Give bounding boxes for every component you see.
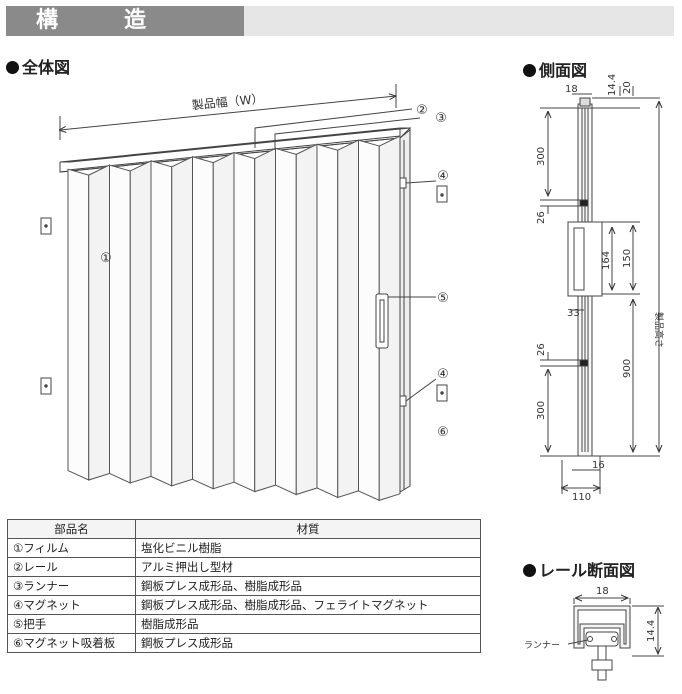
side-handle [567, 221, 603, 297]
callout-4b: ④ [437, 367, 449, 382]
bullet-icon [523, 564, 536, 577]
accordion-panel [129, 160, 152, 484]
rail-section-title: レール断面図 [523, 557, 635, 581]
accordion-panel [275, 147, 297, 496]
dim-150: 150 [622, 249, 633, 268]
runner-label: ランナー [524, 640, 560, 651]
side-view [540, 86, 660, 494]
overall-section-title: 全体図 [6, 54, 70, 78]
table-row: ③ランナー鋼板プレス成形品、樹脂成形品 [7, 576, 481, 596]
accordion-panel [254, 147, 276, 493]
callout-4a: ④ [437, 169, 449, 184]
bullet-icon [523, 64, 536, 77]
accordion-panel [295, 143, 318, 496]
dim-300-bottom: 300 [536, 401, 547, 420]
dim-18: 18 [565, 84, 578, 95]
overall-view [40, 84, 448, 502]
dim-20: 20 [622, 81, 633, 94]
accordion-panel [150, 160, 173, 487]
table-row: ⑥マグネット吸着板鋼板プレス成形品 [7, 633, 481, 653]
parts-table: 部品名 材質 ①フィルム塩化ビニル樹脂 ②レールアルミ押出し型材 ③ランナー鋼板… [7, 519, 481, 653]
accordion-panel [192, 156, 214, 490]
accordion-panel [67, 168, 90, 481]
callout-3: ③ [435, 111, 447, 126]
header-material: 材質 [135, 519, 481, 539]
dim-14-4: 14.4 [607, 74, 618, 96]
callout-6: ⑥ [437, 425, 449, 440]
callout-1: ① [100, 251, 112, 266]
dim-110: 110 [572, 492, 591, 503]
header-part-name: 部品名 [7, 519, 136, 539]
handle [375, 293, 389, 349]
dim-26-bottom: 26 [536, 343, 547, 356]
runner [585, 631, 619, 647]
side-section-title: 側面図 [523, 57, 587, 81]
part-name: ②レール [7, 557, 136, 577]
part-name: ③ランナー [7, 576, 136, 596]
table-row: ①フィルム塩化ビニル樹脂 [7, 538, 481, 558]
part-name: ⑤把手 [7, 614, 136, 634]
side-dimensions: 18 14.4 20 300 26 164 150 33 26 900 300 … [536, 74, 665, 503]
page-title: 構 造 [6, 6, 244, 36]
table-header-row: 部品名 材質 [7, 519, 481, 539]
width-label: 製品幅（W） [191, 91, 264, 113]
part-material: 塩化ビニル樹脂 [135, 538, 481, 558]
part-name: ①フィルム [7, 538, 136, 558]
height-label: 製品高さ [653, 312, 665, 348]
part-material: 鋼板プレス成形品、樹脂成形品、フェライトマグネット [135, 595, 481, 615]
part-material: 鋼板プレス成形品 [135, 633, 481, 653]
rail-width: 18 [596, 586, 609, 597]
dim-900: 900 [622, 359, 633, 378]
table-row: ⑤把手樹脂成形品 [7, 614, 481, 634]
callouts: ① ② ③ ④ ⑤ ④ ⑥ [100, 103, 449, 440]
bullet-icon [6, 61, 19, 74]
part-material: 樹脂成形品 [135, 614, 481, 634]
accordion-panel [88, 164, 110, 481]
part-material: アルミ押出し型材 [135, 557, 481, 577]
accordion-panel [171, 155, 193, 487]
accordion-panel [337, 139, 359, 499]
table-row: ④マグネット鋼板プレス成形品、樹脂成形品、フェライトマグネット [7, 595, 481, 615]
part-material: 鋼板プレス成形品、樹脂成形品 [135, 576, 481, 596]
dim-33: 33 [567, 308, 580, 319]
accordion-panel [212, 151, 235, 490]
accordion-panel [316, 143, 339, 499]
accordion-panel [233, 151, 256, 493]
accordion-panel [378, 135, 401, 502]
folding-panels [67, 135, 401, 502]
callout-5: ⑤ [437, 291, 449, 306]
magnet [399, 177, 407, 189]
accordion-panel [109, 164, 131, 484]
dim-300-top: 300 [536, 147, 547, 166]
callout-2: ② [416, 103, 428, 118]
dim-16: 16 [592, 460, 605, 471]
rail-section [567, 598, 664, 681]
rail-height: 14.4 [646, 620, 657, 642]
dim-26-top: 26 [536, 211, 547, 224]
magnet [399, 395, 407, 407]
dim-164: 164 [601, 251, 612, 270]
rail-dimensions: 18 14.4 ランナー [524, 586, 657, 651]
table-row: ②レールアルミ押出し型材 [7, 557, 481, 577]
width-dimension-line [60, 96, 396, 130]
part-name: ④マグネット [7, 595, 136, 615]
part-name: ⑥マグネット吸着板 [7, 633, 136, 653]
